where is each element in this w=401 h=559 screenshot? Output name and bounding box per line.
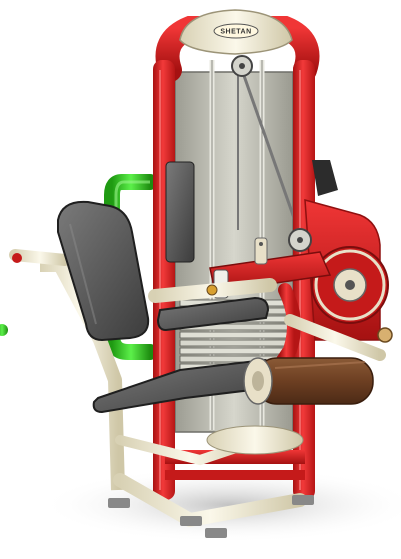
top-pulley <box>231 55 253 77</box>
mid-pulley <box>288 228 312 252</box>
logo-plate <box>213 23 259 39</box>
top-cap: SHETAN <box>179 9 293 55</box>
rear-pad <box>165 161 195 263</box>
weight-pin-holder <box>312 160 338 196</box>
back-pad <box>57 200 150 342</box>
logo-text: SHETAN <box>220 29 251 36</box>
seat-knob <box>206 284 218 296</box>
seat-pad <box>156 296 270 332</box>
adjustment-cam <box>311 246 393 343</box>
shin-roller <box>243 357 374 405</box>
adjust-pin <box>254 237 268 265</box>
left-handle-knob <box>0 324 8 336</box>
